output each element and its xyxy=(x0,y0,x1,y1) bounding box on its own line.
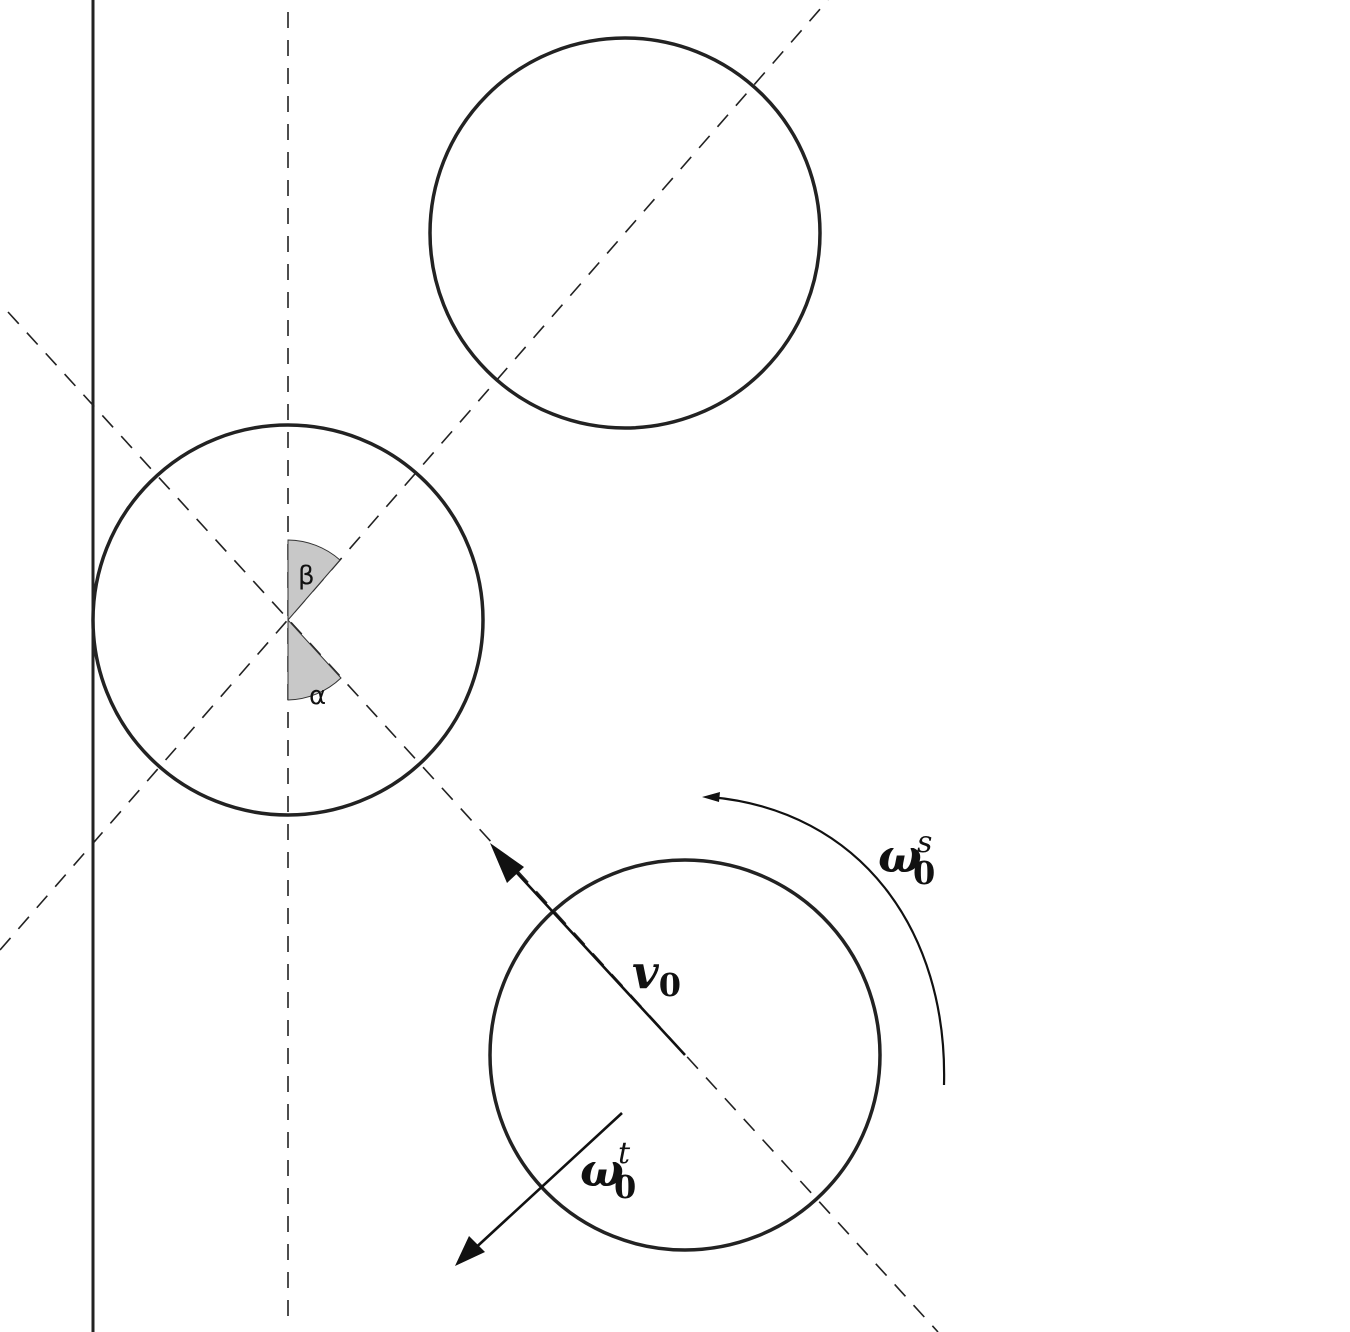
topspin-vector-omega-t xyxy=(469,1112,623,1254)
sidespin-label-omega-s: ω0s xyxy=(878,825,935,892)
velocity-arrowhead xyxy=(490,843,524,883)
ball-cue-bottom xyxy=(488,858,882,1252)
topspin-label-omega-t: ω0t xyxy=(580,1136,636,1206)
angle-alpha-label: α xyxy=(309,681,326,711)
ball-ghost-middle xyxy=(91,423,485,817)
ball-object-top xyxy=(428,36,822,430)
topspin-arrowhead xyxy=(455,1236,485,1266)
contact-line-diagonal xyxy=(0,0,829,951)
angle-beta-label: β xyxy=(298,561,315,591)
angle-beta-wedge xyxy=(287,539,341,622)
angle-alpha-wedge xyxy=(287,618,342,701)
sidespin-arrowhead xyxy=(702,792,720,802)
sidespin-arc-omega-s xyxy=(709,795,946,1086)
velocity-label-v0: v0 xyxy=(632,945,681,1004)
incidence-line-diagonal xyxy=(7,311,939,1332)
velocity-vector-v0 xyxy=(504,859,686,1056)
